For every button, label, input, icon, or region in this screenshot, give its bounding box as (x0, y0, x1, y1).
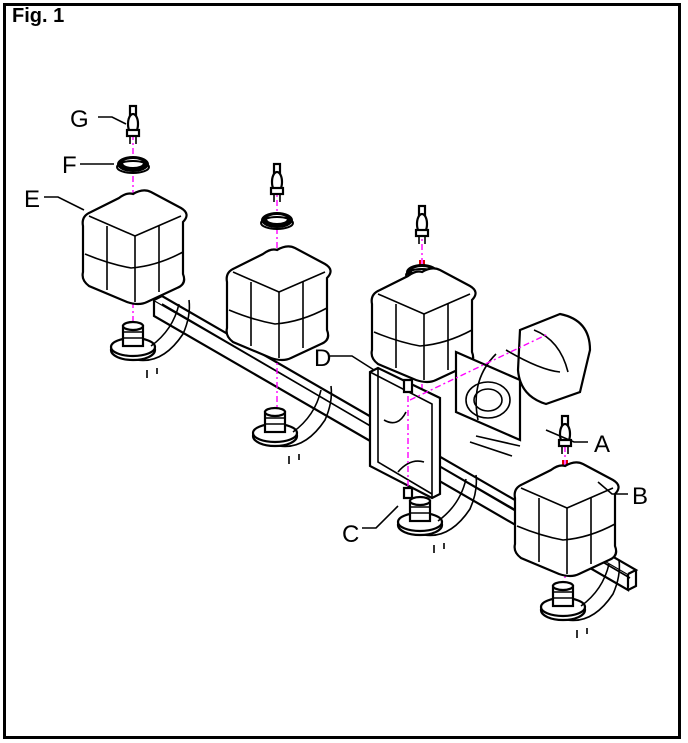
fixture-left (81, 104, 191, 380)
fixture-second (225, 162, 333, 466)
leader-lines (44, 116, 628, 529)
label-d: D (314, 345, 331, 372)
label-f: F (62, 152, 77, 179)
label-a: A (594, 431, 610, 458)
mounting-assembly (368, 312, 592, 500)
figure-title: Fig. 1 (12, 5, 65, 27)
label-c: C (342, 521, 359, 548)
fixture-right (513, 414, 621, 640)
label-g: G (70, 106, 89, 133)
label-b: B (632, 483, 648, 510)
label-e: E (24, 186, 40, 213)
